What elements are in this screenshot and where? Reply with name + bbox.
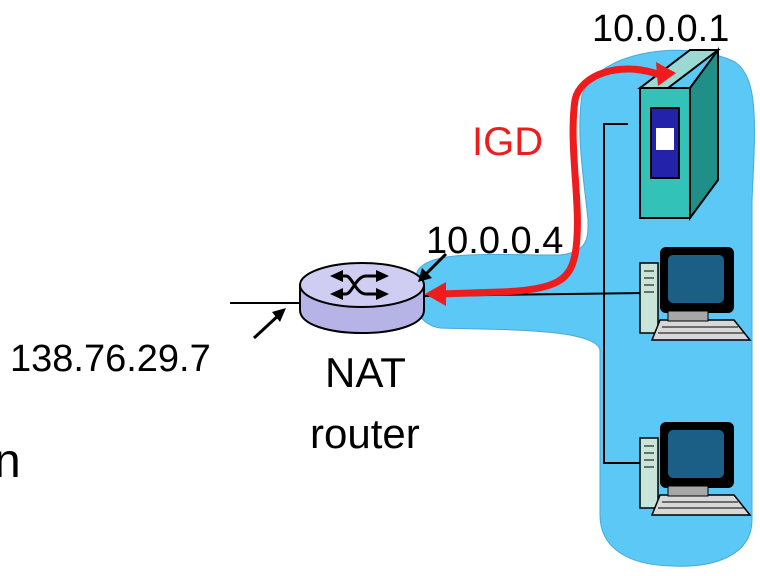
desktop-computer-icon xyxy=(639,247,752,341)
server-ip-label: 10.0.0.1 xyxy=(592,8,730,50)
pointer-arrowhead-inside xyxy=(418,268,432,282)
router-inside-ip-label: 10.0.0.4 xyxy=(426,220,564,262)
igd-arrowhead-server xyxy=(656,62,676,86)
igd-label: IGD xyxy=(472,120,544,164)
router-name-line2: router xyxy=(310,410,420,457)
pointer-arrow-outside xyxy=(252,312,282,340)
router-outside-ip-label: 138.76.29.7 xyxy=(10,338,211,380)
router-icon xyxy=(299,262,425,335)
router-name-line1: NAT xyxy=(325,349,406,396)
cut-off-text: n xyxy=(0,435,21,488)
lan-bus xyxy=(603,123,640,464)
pointer-arrowhead-outside xyxy=(272,308,286,322)
server-tower-icon xyxy=(637,46,721,222)
igd-arrowhead-router xyxy=(425,282,446,306)
igd-arrow xyxy=(436,65,664,298)
pointer-arrow-inside xyxy=(422,252,448,278)
desktop-computer-icon xyxy=(639,422,752,516)
